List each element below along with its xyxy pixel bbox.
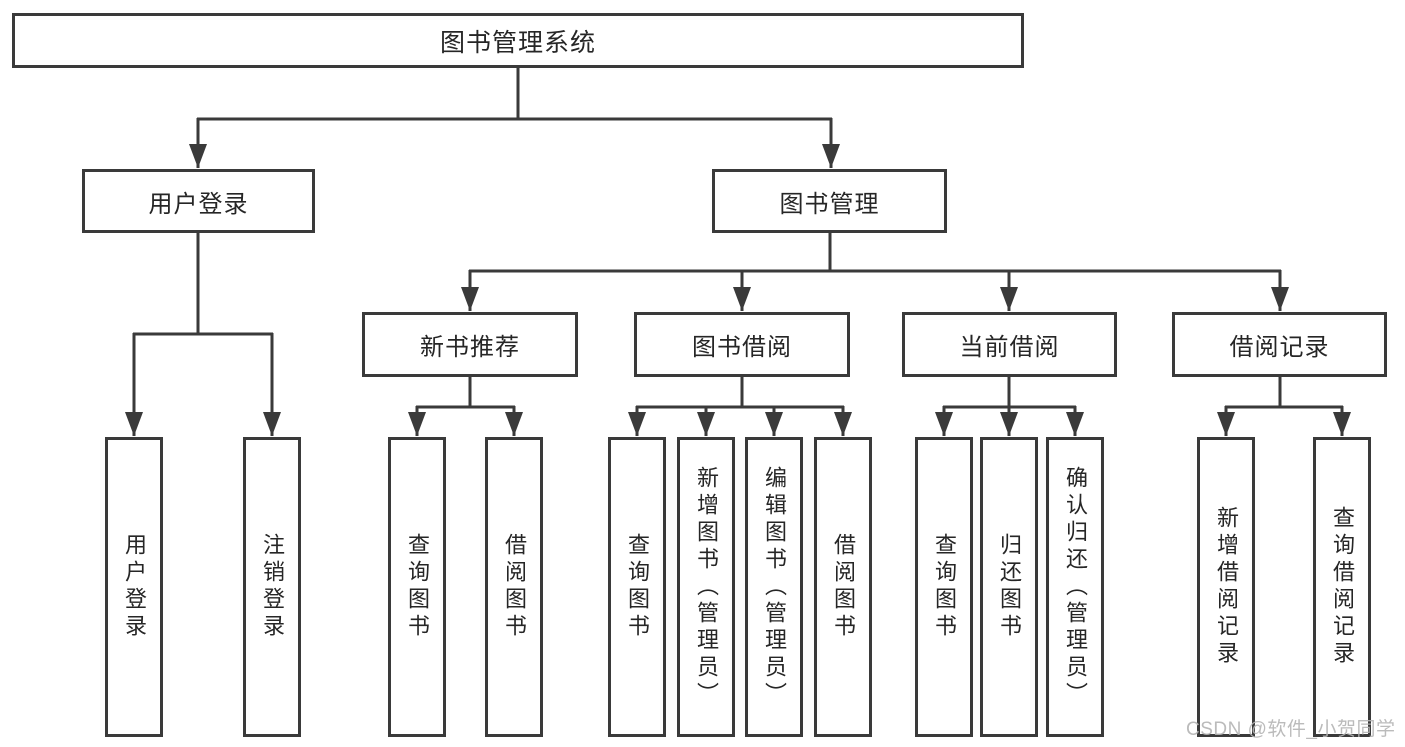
leaf-label: 查询借阅记录 [1330,506,1355,668]
leaf-bb-edit-books-admin: 编辑图书（管理员） [745,437,803,737]
node-root-system: 图书管理系统 [12,13,1024,68]
node-label: 图书管理系统 [439,28,596,57]
leaf-label: 查询图书 [932,533,957,641]
node-new-book-recommend: 新书推荐 [362,312,578,377]
leaf-br-query-record: 查询借阅记录 [1313,437,1371,737]
leaf-label: 注销登录 [260,533,285,641]
node-user-login: 用户登录 [82,169,315,233]
leaf-cb-query-books: 查询图书 [915,437,973,737]
leaf-label: 编辑图书（管理员） [762,465,787,709]
node-label: 借阅记录 [1229,334,1330,361]
csdn-watermark: CSDN @软件_小贺同学 [1186,719,1396,740]
node-label: 用户登录 [148,190,249,218]
leaf-user-login: 用户登录 [105,437,163,737]
leaf-cb-return-books: 归还图书 [980,437,1038,737]
leaf-nb-query-books: 查询图书 [388,437,446,737]
leaf-label: 用户登录 [122,533,147,641]
leaf-bb-borrow-books: 借阅图书 [814,437,872,737]
leaf-label: 确认归还（管理员） [1063,465,1088,709]
leaf-br-add-record: 新增借阅记录 [1197,437,1255,737]
node-borrow-records: 借阅记录 [1172,312,1387,377]
leaf-label: 借阅图书 [831,533,856,641]
node-book-management: 图书管理 [712,169,947,233]
leaf-label: 新增借阅记录 [1214,506,1239,668]
leaf-bb-add-books-admin: 新增图书（管理员） [677,437,735,737]
leaf-label: 归还图书 [997,533,1022,641]
node-book-borrowing: 图书借阅 [634,312,850,377]
node-label: 新书推荐 [420,334,520,361]
leaf-bb-query-books: 查询图书 [608,437,666,737]
node-label: 当前借阅 [959,334,1060,361]
leaf-label: 借阅图书 [502,533,527,641]
leaf-label: 查询图书 [405,533,430,641]
node-current-borrowing: 当前借阅 [902,312,1117,377]
leaf-label: 查询图书 [625,533,650,641]
leaf-cb-confirm-return-admin: 确认归还（管理员） [1046,437,1104,737]
leaf-nb-borrow-books: 借阅图书 [485,437,543,737]
leaf-label: 新增图书（管理员） [694,465,719,709]
leaf-logout: 注销登录 [243,437,301,737]
node-label: 图书管理 [779,190,880,218]
node-label: 图书借阅 [692,334,792,361]
